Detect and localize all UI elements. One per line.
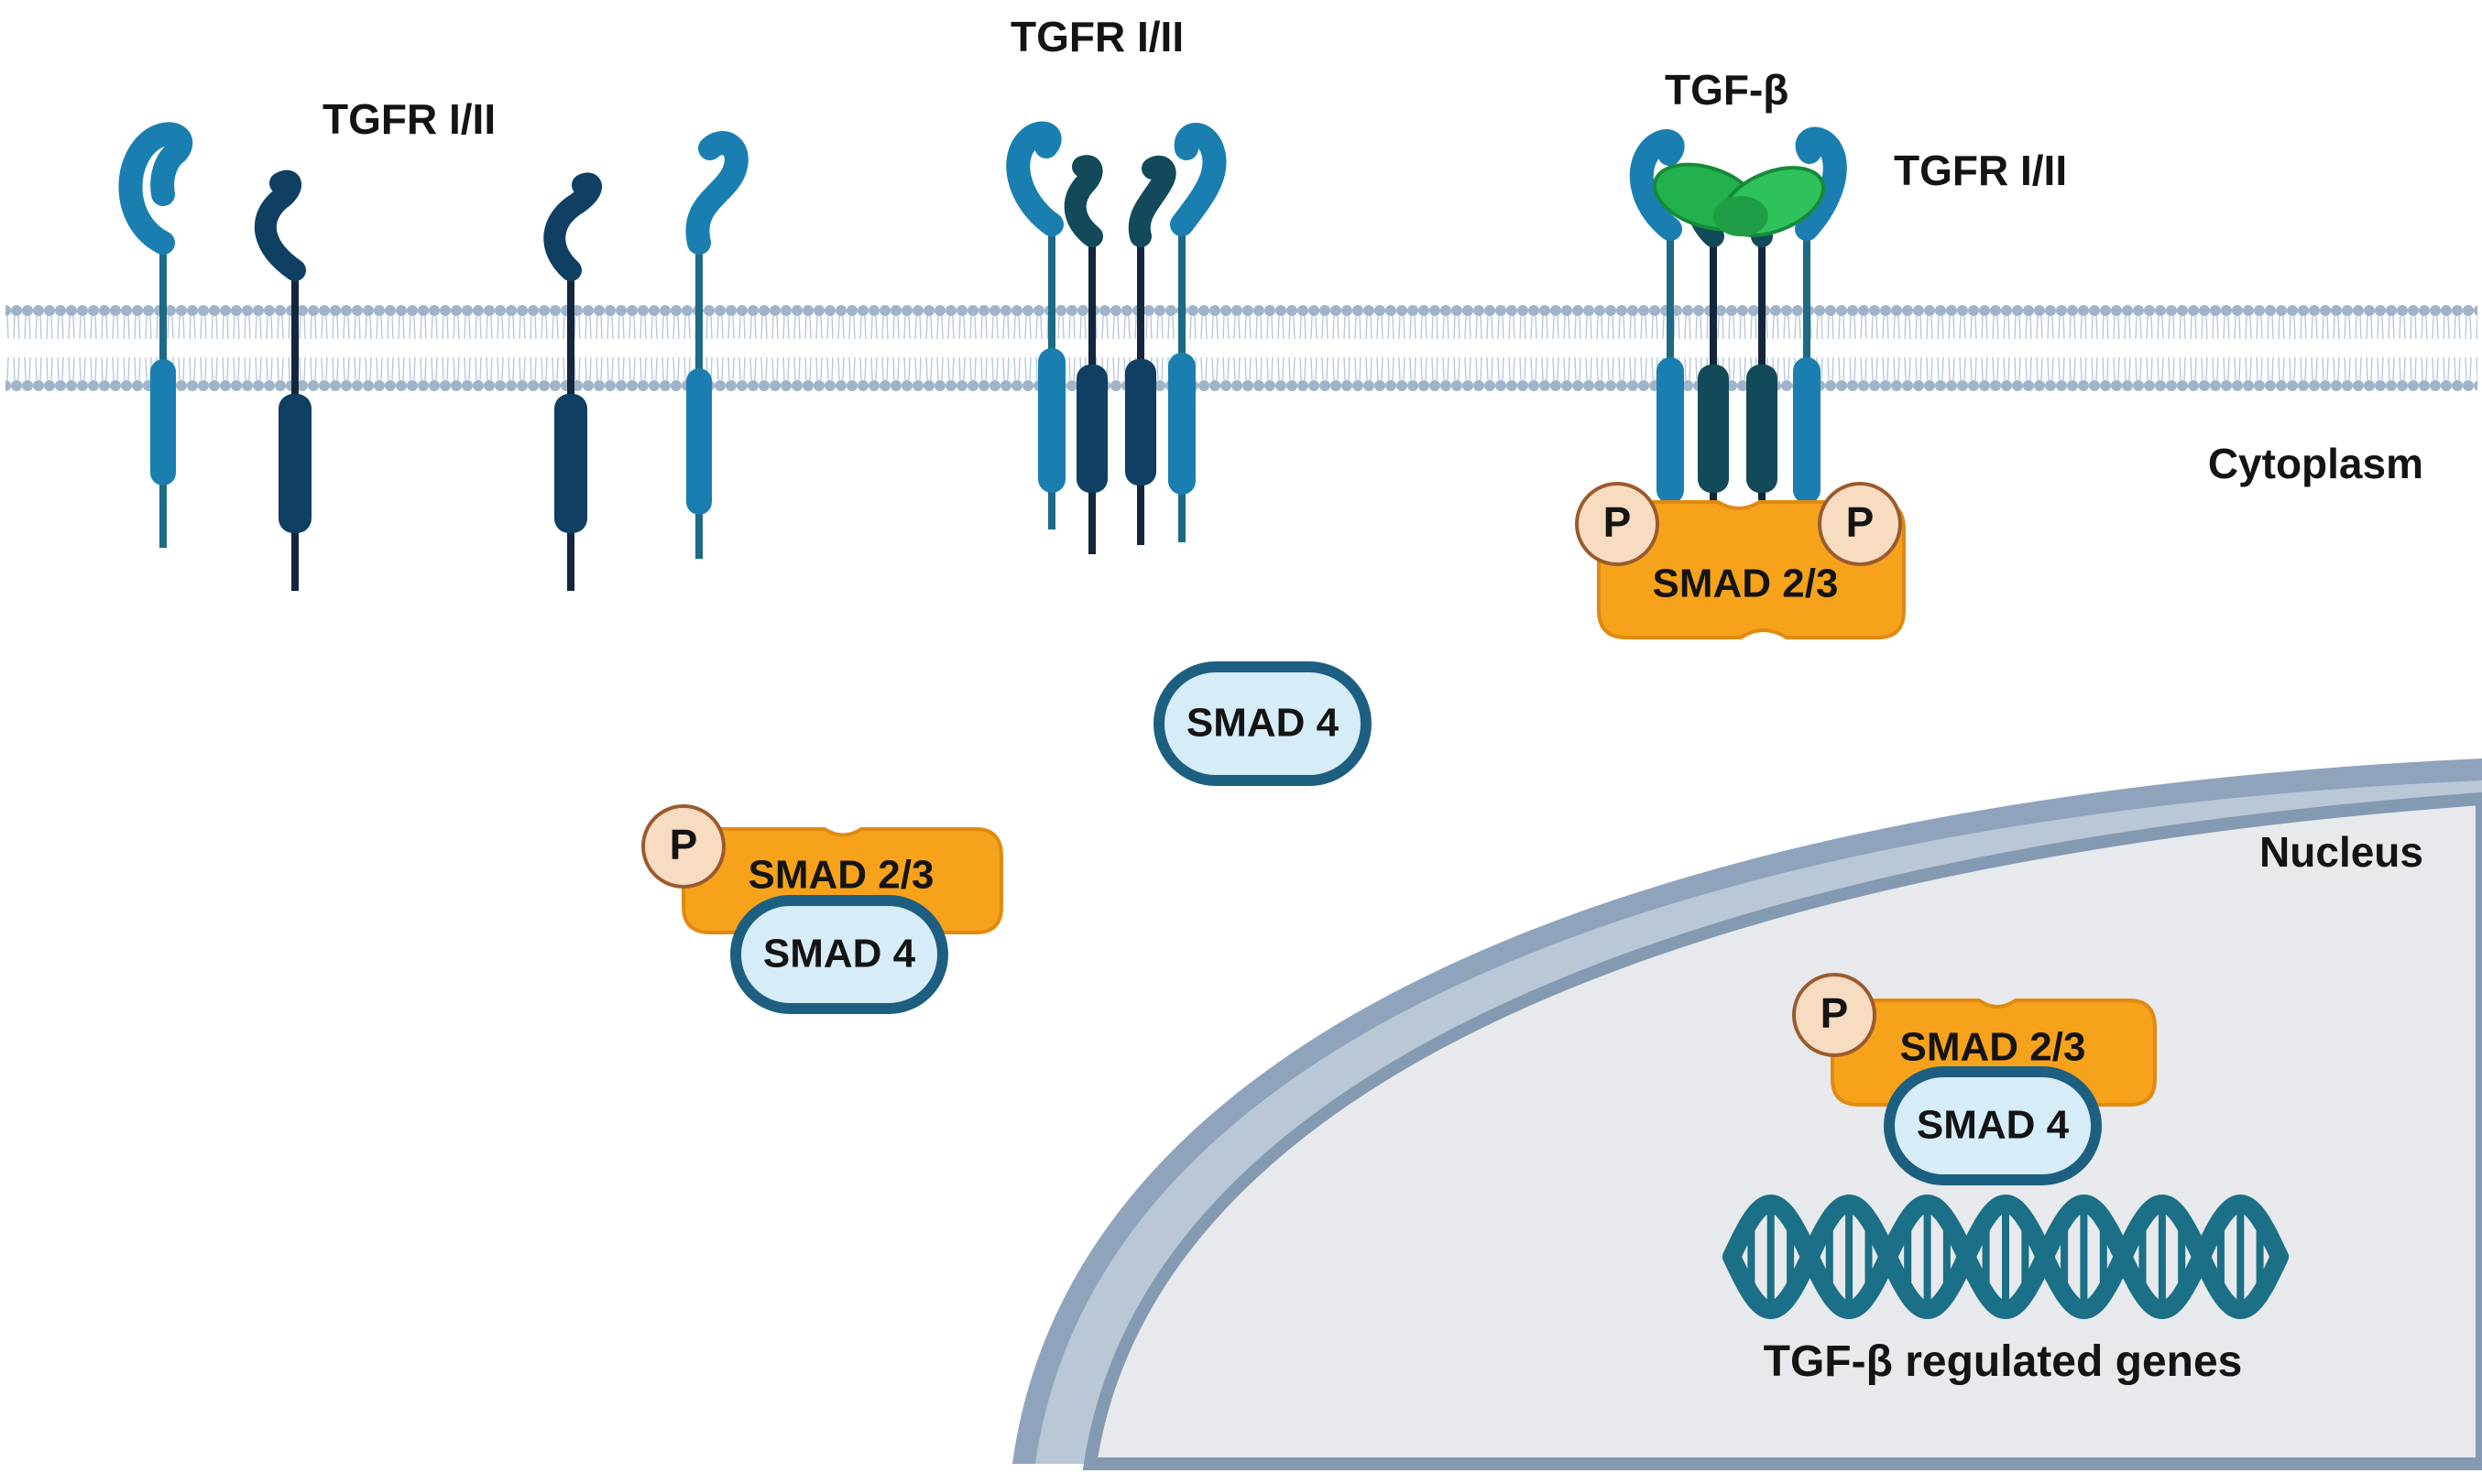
receptor-type-ii-2 bbox=[543, 172, 602, 591]
phosphate-nuclear bbox=[1792, 973, 1876, 1057]
receptor-type-ii-4 bbox=[1125, 155, 1176, 545]
phosphate-right-label: P bbox=[1846, 498, 1875, 546]
label-ligand: TGF-β bbox=[1665, 66, 1788, 114]
smad23-cyto-label: SMAD 2/3 bbox=[749, 853, 935, 898]
phosphate-left-label: P bbox=[1603, 498, 1632, 546]
receptor-type-i-5 bbox=[1629, 129, 1685, 504]
receptor-group-left bbox=[118, 122, 749, 591]
receptor-hook-icon bbox=[1064, 155, 1103, 247]
smad23-label: SMAD 2/3 bbox=[1653, 562, 1839, 606]
receptor-hook-icon bbox=[1170, 123, 1227, 236]
smad4-nuclear-label: SMAD 4 bbox=[1917, 1103, 2070, 1148]
receptor-hook-icon bbox=[1795, 126, 1847, 241]
receptor-type-i-1 bbox=[118, 122, 192, 548]
receptor-type-ii-1 bbox=[254, 169, 312, 591]
label-nucleus: Nucleus bbox=[2259, 828, 2423, 876]
phosphate-cyto bbox=[641, 804, 726, 889]
smad-complex-cytoplasm: SMAD 2/3 SMAD 4 P bbox=[641, 804, 1003, 1014]
label-genes: TGF-β regulated genes bbox=[1764, 1337, 2243, 1386]
smad4-cyto-label: SMAD 4 bbox=[763, 932, 916, 977]
smad-complex-nucleus: SMAD 2/3 SMAD 4 P bbox=[1792, 973, 2157, 1185]
receptor-type-i-4 bbox=[1168, 123, 1227, 542]
tgf-beta-ligand bbox=[1652, 162, 1826, 237]
smad23-membrane-complex: SMAD 2/3 P P bbox=[1575, 482, 1906, 639]
phosphate-left bbox=[1575, 482, 1659, 566]
dna-strand-2 bbox=[1722, 1194, 2289, 1320]
cell-membrane bbox=[5, 291, 2477, 392]
receptor-group-middle bbox=[1006, 121, 1227, 554]
receptor-hook-icon bbox=[1128, 155, 1176, 247]
receptor-hook-icon bbox=[1006, 121, 1064, 236]
receptor-type-i-2 bbox=[685, 131, 749, 559]
phosphate-cyto-label: P bbox=[670, 821, 698, 868]
receptor-hook-icon bbox=[254, 169, 306, 281]
receptor-group-right bbox=[1629, 126, 1847, 513]
receptor-hook-icon bbox=[543, 172, 602, 281]
receptor-hook-icon bbox=[1629, 129, 1685, 241]
receptor-type-ii-3 bbox=[1064, 155, 1108, 554]
label-receptor-middle: TGFR I/II bbox=[1011, 13, 1184, 60]
receptor-type-i-3 bbox=[1006, 121, 1066, 529]
receptor-hook-icon bbox=[118, 122, 192, 255]
dna-helix-icon bbox=[1722, 1194, 2289, 1320]
phosphate-right bbox=[1818, 482, 1902, 566]
smad23-nuclear-label: SMAD 2/3 bbox=[1900, 1025, 2086, 1070]
receptor-hook-icon bbox=[685, 131, 749, 255]
phosphate-nuclear-label: P bbox=[1820, 989, 1849, 1037]
dna-strand-1 bbox=[1722, 1194, 2289, 1320]
receptor-type-i-6 bbox=[1793, 126, 1847, 504]
label-cytoplasm: Cytoplasm bbox=[2208, 440, 2423, 487]
label-receptor-left: TGFR I/II bbox=[323, 95, 496, 143]
smad4-free-label: SMAD 4 bbox=[1186, 701, 1339, 746]
label-receptor-right: TGFR I/II bbox=[1894, 147, 2067, 194]
smad4-free: SMAD 4 bbox=[1154, 661, 1372, 786]
